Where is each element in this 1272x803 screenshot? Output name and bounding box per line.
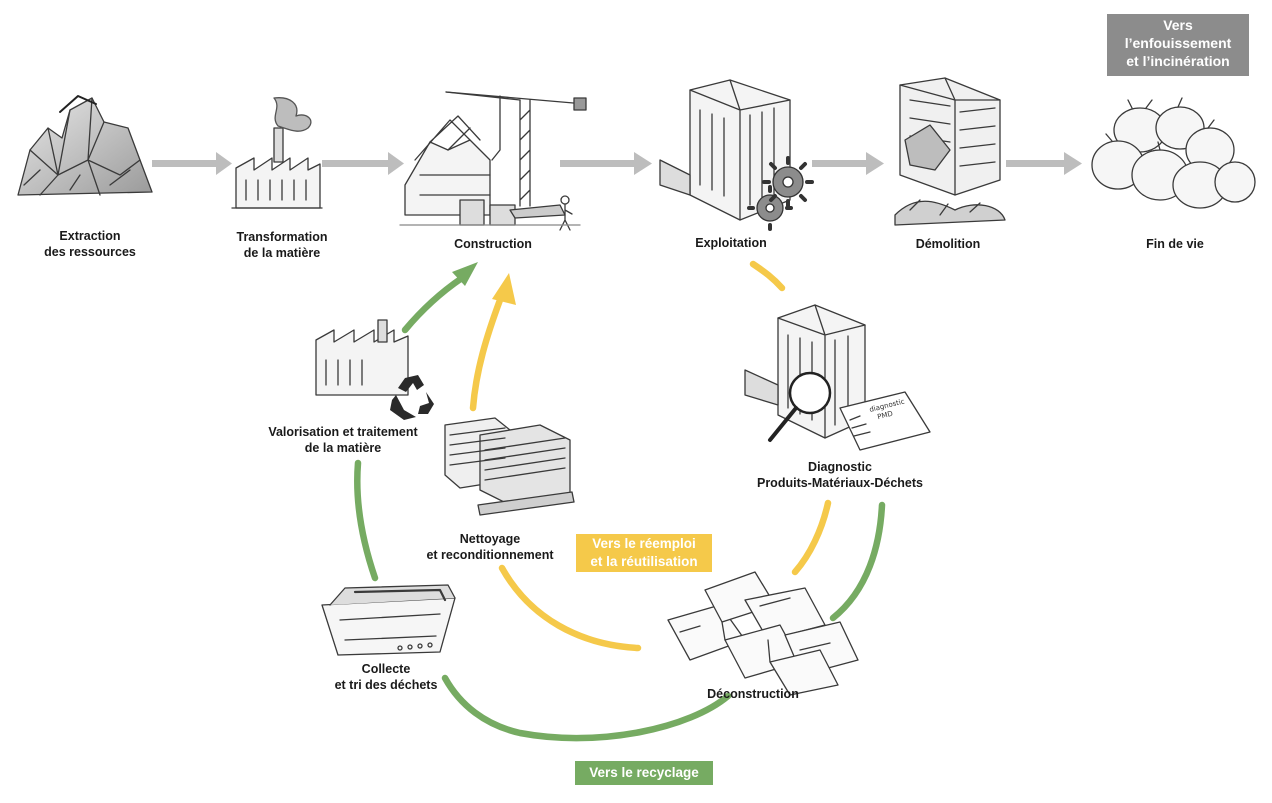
reuse-loop	[469, 260, 832, 652]
label-demolition: Démolition	[915, 237, 981, 251]
gear-icon	[747, 156, 814, 231]
construction-site-icon	[399, 91, 587, 231]
green-arrowhead	[452, 262, 478, 286]
demolition-building-icon	[894, 77, 1006, 226]
arrow-exploitation-to-demolition	[812, 152, 884, 175]
label-fin-de-vie: Fin de vie	[1146, 237, 1204, 251]
garbage-bags-icon	[1091, 97, 1256, 209]
recycling-factory-icon	[315, 319, 409, 396]
label-nettoyage: Nettoyage et reconditionnement	[426, 532, 554, 562]
yellow-arc-nettoyage-to-construction	[469, 296, 504, 412]
stacked-modules-icon	[667, 571, 859, 696]
stacked-pallets-icon	[444, 417, 575, 516]
badge-reuse: Vers le réemploi et la réutilisation	[576, 534, 712, 572]
recycle-icon	[390, 375, 434, 420]
label-extraction: Extraction des ressources	[44, 229, 136, 259]
badge-recycling: Vers le recyclage	[575, 761, 713, 785]
green-arc-deconstruction-to-collecte	[441, 674, 732, 742]
yellow-arrowhead	[492, 273, 516, 305]
label-collecte: Collecte et tri des déchets	[334, 662, 438, 692]
label-deconstruction: Déconstruction	[707, 687, 799, 701]
label-exploitation: Exploitation	[695, 236, 767, 250]
label-construction: Construction	[454, 237, 532, 251]
linear-flow-arrows	[152, 152, 1082, 175]
badge-landfill-incineration: Vers l’enfouissement et l’incinération	[1107, 14, 1249, 76]
yellow-arc-diagnostic-to-deconstruction	[791, 499, 832, 576]
dumpster-icon	[321, 584, 456, 656]
diagnostic-document-icon	[839, 391, 931, 451]
label-diagnostic: Diagnostic Produits-Matériaux-Déchets	[756, 460, 923, 490]
magnifier-icon	[768, 371, 832, 442]
recycling-loop	[354, 262, 886, 742]
arrow-transformation-to-construction	[322, 152, 404, 175]
arrow-demolition-to-fin-de-vie	[1006, 152, 1082, 175]
arrow-extraction-to-transformation	[152, 152, 232, 175]
yellow-arc-exploitation-to-diagnostic	[749, 260, 786, 292]
label-transformation: Transformation de la matière	[236, 230, 328, 260]
rocks-icon	[17, 95, 153, 196]
arrow-construction-to-exploitation	[560, 152, 652, 175]
yellow-arc-deconstruction-to-nettoyage	[498, 564, 642, 652]
label-valorisation: Valorisation et traitement de la matière	[268, 425, 418, 455]
green-arc-collecte-to-valorisation	[354, 459, 379, 582]
office-building-icon	[659, 79, 791, 221]
green-arc-diagnostic-to-deconstruction	[829, 501, 886, 622]
factory-icon	[231, 97, 323, 209]
green-arc-valorisation-to-construction	[401, 274, 466, 334]
